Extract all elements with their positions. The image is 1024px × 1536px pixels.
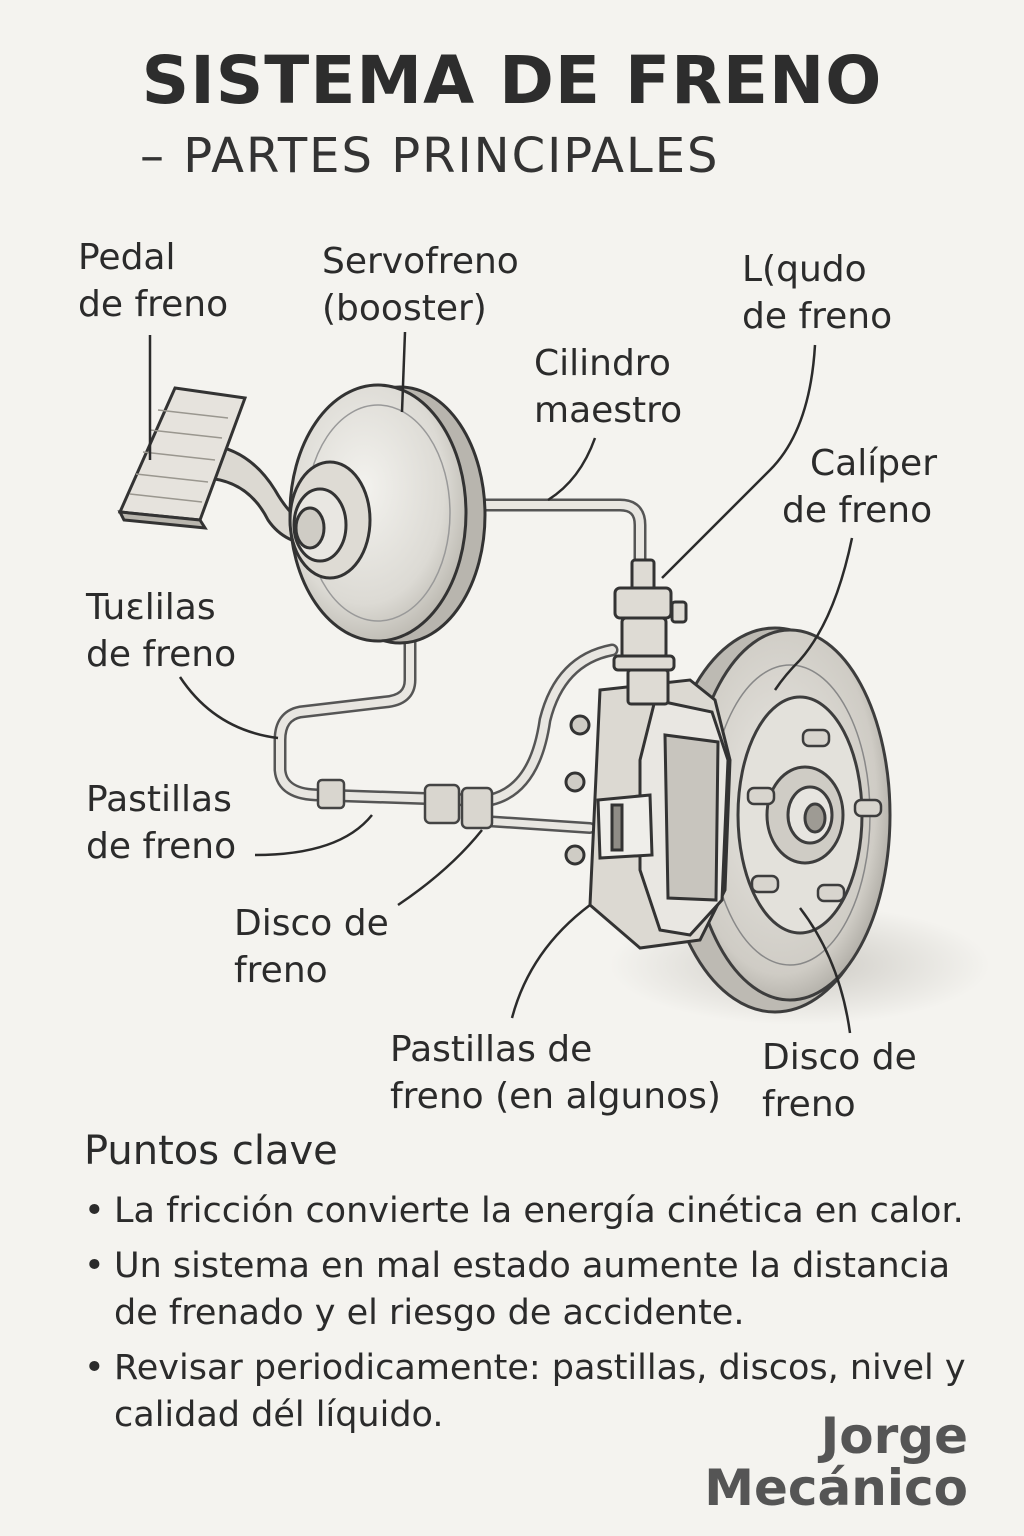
leader-caliper <box>773 537 854 691</box>
pipe-fittings <box>316 778 494 830</box>
leader-disco-left <box>397 829 483 907</box>
page-title: SISTEMA DE FRENO <box>141 42 883 119</box>
leader-pastillas-bottom <box>510 904 591 1019</box>
wheel-studs <box>746 728 883 903</box>
leader-tuberias <box>178 676 279 740</box>
leader-disco-right <box>799 907 852 1034</box>
page-subtitle: – PARTES PRINCIPALES <box>140 128 720 184</box>
leader-liquido <box>661 344 817 579</box>
master-cylinder <box>612 558 688 706</box>
brake-booster <box>288 383 487 645</box>
leader-servofreno <box>400 331 407 413</box>
author-signature: Jorge Mecánico <box>704 1407 968 1517</box>
label-servofreno: Servofreno(booster) <box>322 241 519 329</box>
key-point-item: Revisar periodicamente: pastillas, disco… <box>84 1345 994 1439</box>
leader-lines <box>148 331 854 1034</box>
key-points-list: La fricción convierte la energía cinétic… <box>84 1188 994 1447</box>
leader-cilindro <box>547 437 597 502</box>
key-point-item: Un sistema en mal estado aumente la dist… <box>84 1243 994 1337</box>
leader-pastillas-left <box>254 814 373 857</box>
key-point-item: La fricción convierte la energía cinétic… <box>84 1188 994 1235</box>
key-points-heading: Puntos clave <box>84 1128 338 1174</box>
brake-caliper <box>564 678 732 950</box>
